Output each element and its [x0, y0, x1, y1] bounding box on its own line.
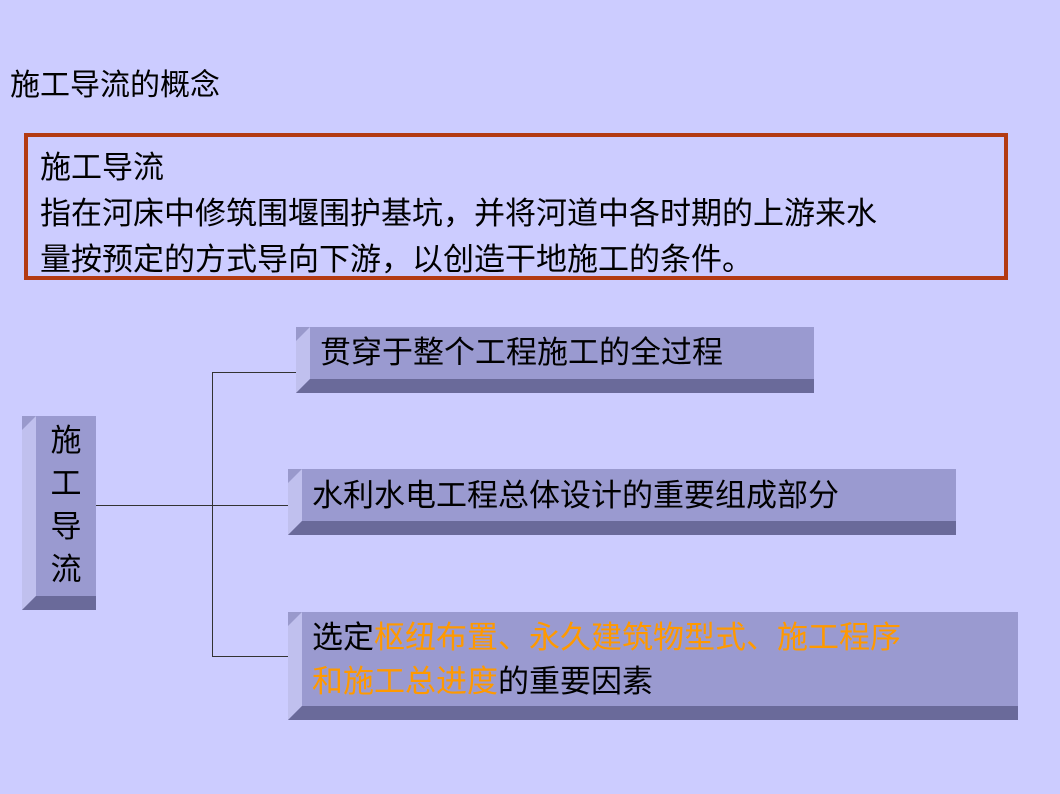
connector-vertical: [212, 372, 213, 656]
branch-1-text: 贯穿于整个工程施工的全过程: [320, 335, 723, 371]
branch-3-suffix: 的重要因素: [498, 664, 653, 700]
connector-root-horizontal: [96, 505, 296, 506]
definition-text-line1: 指在河床中修筑围堰围护基坑，并将河道中各时期的上游来水: [40, 196, 877, 232]
root-char-3: 导: [50, 509, 82, 545]
branch-2-text: 水利水电工程总体设计的重要组成部分: [312, 478, 839, 514]
branch-3-prefix: 选定: [312, 620, 374, 656]
root-char-4: 流: [50, 552, 82, 588]
page-title: 施工导流的概念: [10, 68, 220, 103]
definition-text-line2: 量按预定的方式导向下游，以创造干地施工的条件。: [40, 242, 753, 278]
definition-box: 施工导流 指在河床中修筑围堰围护基坑，并将河道中各时期的上游来水 量按预定的方式…: [24, 133, 1008, 280]
definition-term: 施工导流: [40, 150, 164, 186]
root-char-2: 工: [50, 466, 82, 502]
branch-node-2: 水利水电工程总体设计的重要组成部分: [288, 469, 956, 535]
branch-node-3: 选定枢纽布置、永久建筑物型式、施工程序 和施工总进度的重要因素: [288, 612, 1018, 720]
branch-3-highlight-2: 和施工总进度: [312, 664, 498, 700]
connector-branch3: [212, 656, 292, 657]
branch-3-highlight-1: 枢纽布置、永久建筑物型式、施工程序: [374, 620, 901, 656]
branch-node-1: 贯穿于整个工程施工的全过程: [296, 327, 814, 393]
root-node: 施 工 导 流: [22, 416, 96, 610]
connector-branch1: [212, 372, 300, 373]
root-char-1: 施: [50, 423, 82, 459]
